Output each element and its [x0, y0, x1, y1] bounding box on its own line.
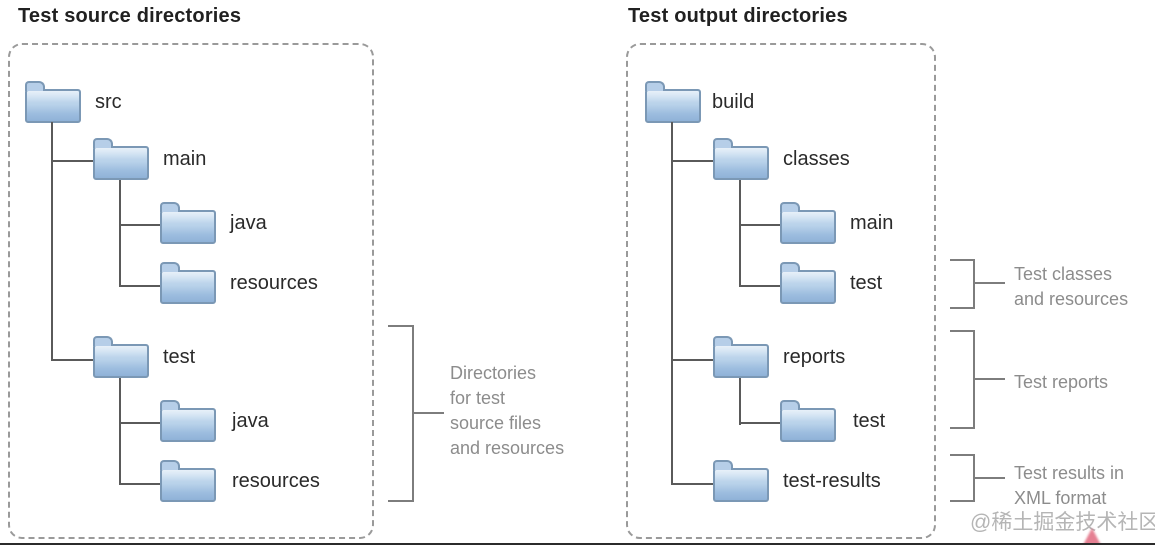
- bracket-line: [412, 325, 414, 502]
- label-classes-test: test: [850, 272, 883, 294]
- bracket-line: [950, 427, 975, 429]
- bracket-line: [950, 454, 975, 456]
- folder-icon-classes: [713, 138, 769, 180]
- bracket-tick: [975, 378, 1005, 380]
- right-panel-dashed-box: [626, 43, 936, 539]
- tree-connector: [671, 359, 713, 361]
- folder-icon-reports: [713, 336, 769, 378]
- tree-connector: [51, 122, 53, 361]
- tree-connector: [119, 422, 160, 424]
- folder-icon-test: [93, 336, 149, 378]
- folder-icon-src: [25, 81, 81, 123]
- bracket-line: [950, 259, 975, 261]
- folder-icon-classes-test: [780, 262, 836, 304]
- label-test-results: test-results: [783, 470, 881, 492]
- label-reports: reports: [783, 346, 846, 368]
- right-annotation-test-results: Test results in XML format: [1014, 463, 1125, 508]
- tree-connector: [119, 483, 160, 485]
- folder-icon-build: [645, 81, 701, 123]
- folder-icon-test-resources: [160, 460, 216, 502]
- label-classes: classes: [783, 148, 850, 170]
- bottom-edge-line: [0, 543, 1155, 545]
- tree-connector: [671, 122, 673, 485]
- left-panel-dashed-box: [8, 43, 374, 539]
- bracket-tick: [975, 477, 1005, 479]
- label-test-resources: resources: [232, 470, 320, 492]
- tree-connector: [739, 285, 780, 287]
- folder-icon-main-java: [160, 202, 216, 244]
- label-main-java: java: [230, 212, 267, 234]
- folder-icon-test-results: [713, 460, 769, 502]
- tree-connector: [739, 422, 780, 424]
- label-build: build: [712, 91, 755, 113]
- tree-connector: [739, 180, 741, 287]
- left-panel-title: Test source directories: [18, 5, 242, 27]
- folder-icon-main-resources: [160, 262, 216, 304]
- right-annotation-classes: Test classes and resources: [1014, 264, 1129, 309]
- right-annotation-reports: Test reports: [1014, 372, 1109, 392]
- bracket-tick: [414, 412, 444, 414]
- label-reports-test: test: [853, 410, 886, 432]
- tree-connector: [671, 483, 713, 485]
- tree-connector: [671, 160, 713, 162]
- tree-connector: [119, 378, 121, 485]
- bracket-line: [950, 500, 975, 502]
- tree-connector: [51, 359, 93, 361]
- folder-icon-test-java: [160, 400, 216, 442]
- watermark-text: @稀土掘金技术社区: [970, 511, 1155, 534]
- tree-connector: [119, 180, 121, 287]
- bracket-tick: [975, 282, 1005, 284]
- tree-connector: [119, 285, 160, 287]
- label-src: src: [95, 91, 122, 113]
- left-annotation: Directories for test source files and re…: [450, 363, 565, 458]
- folder-icon-main: [93, 138, 149, 180]
- folder-icon-classes-main: [780, 202, 836, 244]
- bracket-line: [973, 259, 975, 309]
- label-main-resources: resources: [230, 272, 318, 294]
- folder-icon-reports-test: [780, 400, 836, 442]
- label-test-java: java: [232, 410, 269, 432]
- bracket-line: [973, 330, 975, 429]
- label-test: test: [163, 346, 196, 368]
- bracket-line: [950, 330, 975, 332]
- right-panel-title: Test output directories: [628, 5, 848, 27]
- tree-connector: [51, 160, 93, 162]
- tree-connector: [119, 224, 160, 226]
- red-marker: [1083, 528, 1101, 545]
- bracket-line: [950, 307, 975, 309]
- bracket-line: [973, 454, 975, 502]
- label-classes-main: main: [850, 212, 894, 234]
- label-main: main: [163, 148, 207, 170]
- tree-connector: [739, 378, 741, 425]
- tree-connector: [739, 224, 780, 226]
- bracket-line: [388, 500, 414, 502]
- bracket-line: [388, 325, 414, 327]
